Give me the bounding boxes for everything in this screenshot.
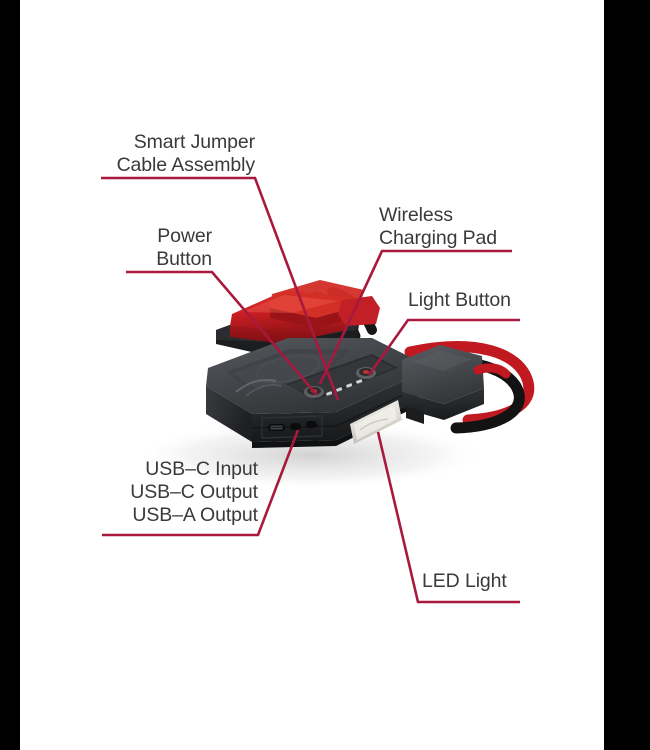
letterbox-left	[0, 0, 20, 750]
callout-smart-jumper-cable-assembly: Smart Jumper Cable Assembly	[116, 131, 256, 176]
callout-wireless-charging-pad: Wireless Charging Pad	[379, 204, 498, 249]
diagram-stage: Smart Jumper Cable Assembly Power Button…	[20, 0, 604, 750]
callout-power-button: Power Button	[156, 225, 212, 270]
product-illustration	[135, 280, 535, 489]
callout-usb-ports: USB–C Input USB–C Output USB–A Output	[130, 458, 258, 526]
callout-led-light: LED Light	[422, 570, 507, 592]
callout-light-button: Light Button	[408, 289, 511, 311]
letterbox-right	[604, 0, 650, 750]
